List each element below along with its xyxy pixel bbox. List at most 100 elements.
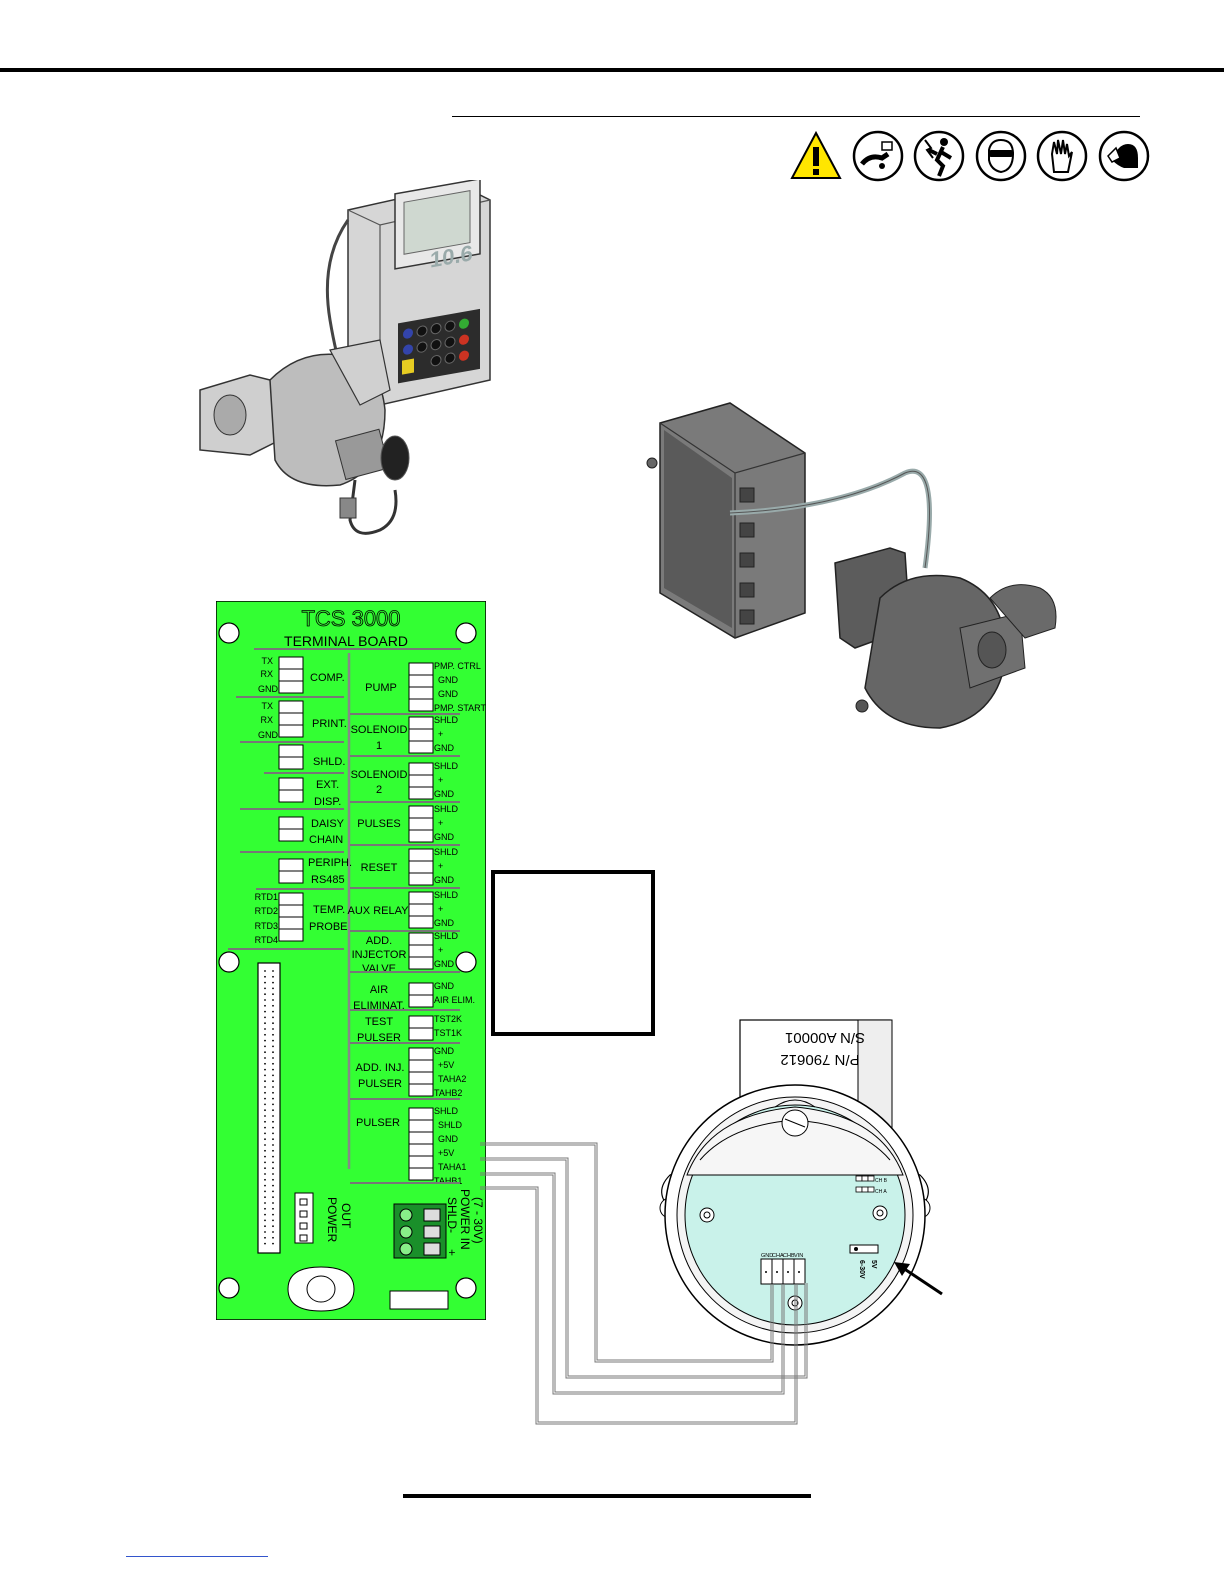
voltage-label: 6-30V [858,1260,865,1279]
terminal-board: TCS 3000 TERMINAL BOARD TX RX GND COMP. … [216,601,486,1320]
pin-label: TAHA1 [438,1162,466,1172]
group-label: PROBE [309,921,348,933]
terminal-block [408,716,434,754]
daisy-chain-group: DAISY CHAIN [240,816,345,853]
comp-group: TX RX GND COMP. [236,656,345,698]
gloves-icon [1036,130,1088,182]
group-label: TEMP. [313,904,345,916]
periph-group: PERIPH. RS485 [256,857,352,890]
group-label: RS485 [311,874,345,886]
pin-label: RX [260,669,273,679]
pulser-pin-label: CHB [783,1253,795,1259]
pin-label: + [438,775,443,785]
pulser-housing: P/N 790612 S/N A00001 CH B CH A 6-30V 5V… [659,1019,931,1346]
terminal-block [408,891,434,929]
pin-label: GND [434,832,455,842]
group-label: AIR [370,984,388,996]
terminal-block [408,932,434,970]
pin-label: +5V [438,1148,454,1158]
pin-label: GND [434,959,455,969]
pin-label: TAHA2 [438,1074,466,1084]
shld-group: SHLD. [264,744,345,774]
top-rule [0,68,1224,72]
pulser-pin-label: GND [761,1253,773,1259]
safety-icons [790,130,1150,182]
group-label: ADD. [366,935,392,947]
left-connector-groups: TX RX GND COMP. TX RX GND PRINT. SHLD. [228,656,352,950]
pin-label: RTD3 [255,921,278,931]
header-rule [452,116,1140,117]
group-label: PERIPH. [308,857,352,869]
board-title: TCS 3000 [301,606,400,631]
pin-label: SHLD [434,931,459,941]
power-in-label: POWER IN [458,1189,472,1250]
power-in-label: (7 - 30V) [471,1197,485,1244]
pin-label: GND [258,730,279,740]
pin-label: GND [438,689,459,699]
ext-disp-group: EXT. DISP. [240,777,344,810]
pin-label: SHLD [434,847,459,857]
pin-label: RTD4 [255,935,278,945]
power-in-label: SHLD [445,1197,459,1229]
remote-register-image [646,402,1057,729]
power-out-label: OUT [339,1203,353,1229]
group-label: EXT. [316,779,339,791]
pin-label: GND [434,918,455,928]
power-in-plus: + [445,1249,459,1256]
ribbon-header [257,962,281,1254]
pin-label: PMP. START [434,703,486,713]
group-label: 2 [376,784,382,796]
warning-icon [790,130,842,179]
group-label: DAISY [311,818,345,830]
group-label: PULSER [357,1032,401,1044]
group-label: ADD. INJ. [356,1062,405,1074]
wires [480,1142,808,1425]
pin-label: GND [434,1046,455,1056]
pin-label: + [438,818,443,828]
pin-label: GND [434,743,455,753]
power-off-icon [852,130,904,182]
pin-label: TST2K [434,1014,462,1024]
terminal-block [408,762,434,800]
group-label: SHLD. [313,756,345,768]
group-label: INJECTOR [352,949,407,961]
ear-protection-icon [1098,130,1150,182]
pin-label: RTD2 [255,906,278,916]
group-label: VALVE [362,963,396,975]
channel-label: CH A [875,1189,887,1195]
group-label: SOLENOID [351,724,408,736]
electric-shock-icon [913,130,965,182]
pin-label: GND [438,1134,459,1144]
group-label: PULSER [358,1078,402,1090]
pin-label: + [438,861,443,871]
power-in-terminal: SHLD POWER IN (7 - 30V) - + [393,1189,485,1259]
footer-rule [403,1494,811,1498]
pin-label: SHLD [434,890,459,900]
pin-label: TX [261,656,273,666]
power-out-label: POWER [325,1197,339,1243]
pin-label: GND [438,675,459,685]
footer-link-underline[interactable] [126,1556,268,1557]
callout-box [491,870,655,1036]
terminal-block [408,805,434,843]
pulser-pin-label: VIN [794,1253,803,1259]
pin-label: TST1K [434,1028,462,1038]
mount-holes [218,622,477,1299]
pin-label: SHLD [434,761,459,771]
eye-protection-icon [975,130,1027,182]
board-oval [287,1266,355,1312]
pin-label: +5V [438,1060,454,1070]
group-label: SOLENOID [351,769,408,781]
pin-label: GND [258,684,279,694]
pin-label: RX [260,715,273,725]
pin-label: GND [434,981,455,991]
